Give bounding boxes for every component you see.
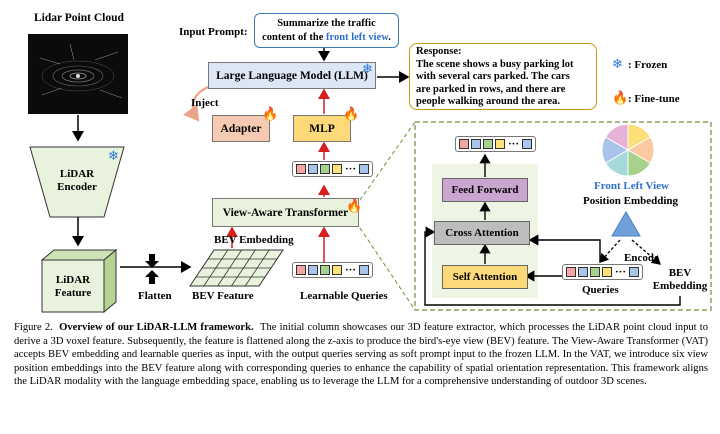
response-title: Response: bbox=[416, 46, 462, 57]
prompt-line-2-text: content of the bbox=[262, 31, 327, 43]
ellipsis-icon: ··· bbox=[508, 138, 520, 150]
response-box: Response: The scene shows a busy parking… bbox=[409, 43, 597, 110]
view-aware-transformer-box: View-Aware Transformer bbox=[212, 198, 359, 227]
caption-prefix: Figure 2. bbox=[14, 322, 53, 333]
caption-bold: Overview of our LiDAR-LLM framework. bbox=[59, 322, 254, 333]
cross-attention-box: Cross Attention bbox=[434, 221, 530, 245]
learnable-query-tokens: ··· bbox=[292, 262, 374, 278]
view-position-pie bbox=[601, 123, 655, 177]
prompt-line-1: Summarize the traffic bbox=[277, 18, 376, 29]
detail-token bbox=[483, 139, 493, 149]
query-token bbox=[296, 265, 306, 275]
output-token bbox=[308, 164, 318, 174]
ellipsis-icon: ··· bbox=[615, 266, 627, 278]
output-token bbox=[359, 164, 370, 174]
front-left-view-label: Front Left View bbox=[594, 180, 669, 192]
detail-query-tokens: ··· bbox=[562, 264, 644, 280]
output-token bbox=[320, 164, 330, 174]
lidar-feature-label: LiDAR Feature bbox=[54, 274, 92, 299]
learnable-queries-label: Learnable Queries bbox=[300, 290, 388, 302]
encode-label: Encode bbox=[624, 252, 659, 264]
response-line: people walking around the area. bbox=[416, 96, 561, 107]
finetune-flame-icon: 🔥 bbox=[346, 199, 363, 214]
query-token bbox=[320, 265, 330, 275]
legend-snowflake-icon: ❄ bbox=[612, 57, 623, 72]
query-token bbox=[359, 265, 370, 275]
detail-token bbox=[471, 139, 481, 149]
feed-forward-box: Feed Forward bbox=[442, 178, 528, 202]
legend-frozen-label: : Frozen bbox=[628, 59, 668, 71]
detail-query-token bbox=[602, 267, 612, 277]
llm-box: Large Language Model (LLM) bbox=[208, 62, 376, 89]
caption-body: The initial column showcases our 3D feat… bbox=[14, 322, 709, 388]
query-token bbox=[308, 265, 318, 275]
response-line: The scene shows a busy parking lot bbox=[416, 58, 574, 70]
detail-token bbox=[495, 139, 505, 149]
prompt-suffix: . bbox=[388, 31, 391, 43]
vat-detail-box bbox=[414, 121, 712, 311]
response-line: are parked in rows, and there are bbox=[416, 83, 566, 95]
bev-feature-grid bbox=[189, 249, 284, 287]
lidar-feature-cube bbox=[40, 248, 118, 314]
detail-query-token bbox=[578, 267, 588, 277]
detail-output-tokens: ··· bbox=[455, 136, 537, 152]
prompt-highlight: front left view bbox=[326, 31, 389, 43]
flatten-label: Flatten bbox=[138, 290, 172, 302]
ellipsis-icon: ··· bbox=[345, 163, 357, 175]
point-cloud-image bbox=[28, 34, 128, 114]
bev-feature-label: BEV Feature bbox=[192, 290, 254, 302]
prompt-line-2: content of the front left view. bbox=[255, 31, 398, 45]
bev-embedding-label: BEV Embedding bbox=[214, 234, 294, 246]
frozen-snowflake-icon: ❄ bbox=[108, 149, 119, 164]
detail-bev-embedding-label: BEV Embedding bbox=[652, 267, 708, 292]
input-prompt-box: Summarize the traffic content of the fro… bbox=[254, 13, 399, 48]
detail-token bbox=[459, 139, 469, 149]
self-attention-box: Self Attention bbox=[442, 265, 528, 289]
legend-flame-icon: 🔥 bbox=[612, 91, 629, 106]
position-embedding-wedge bbox=[611, 211, 641, 237]
output-query-tokens: ··· bbox=[292, 161, 374, 177]
detail-query-token bbox=[629, 267, 640, 277]
output-token bbox=[332, 164, 342, 174]
input-prompt-label: Input Prompt: bbox=[179, 26, 248, 38]
legend-finetune-label: : Fine-tune bbox=[628, 93, 680, 105]
detail-token bbox=[522, 139, 533, 149]
inject-label: Inject bbox=[191, 97, 219, 109]
output-token bbox=[296, 164, 306, 174]
finetune-flame-icon: 🔥 bbox=[262, 107, 279, 122]
lidar-title: Lidar Point Cloud bbox=[34, 12, 124, 24]
figure-caption: Figure 2. Overview of our LiDAR-LLM fram… bbox=[14, 321, 708, 389]
detail-query-token bbox=[590, 267, 600, 277]
frozen-snowflake-icon: ❄ bbox=[362, 62, 373, 77]
response-line: with several cars parked. The cars bbox=[416, 71, 570, 82]
ellipsis-icon: ··· bbox=[345, 264, 357, 276]
detail-query-token bbox=[566, 267, 576, 277]
lidar-encoder-label: LiDAR Encoder bbox=[57, 168, 97, 193]
flatten-icon bbox=[145, 254, 159, 284]
mlp-box: MLP bbox=[293, 115, 351, 142]
adapter-box: Adapter bbox=[212, 115, 270, 142]
queries-label: Queries bbox=[582, 284, 619, 296]
position-embedding-label: Position Embedding bbox=[583, 195, 679, 207]
lidar-encoder-shape bbox=[29, 146, 125, 218]
finetune-flame-icon: 🔥 bbox=[343, 107, 360, 122]
query-token bbox=[332, 265, 342, 275]
